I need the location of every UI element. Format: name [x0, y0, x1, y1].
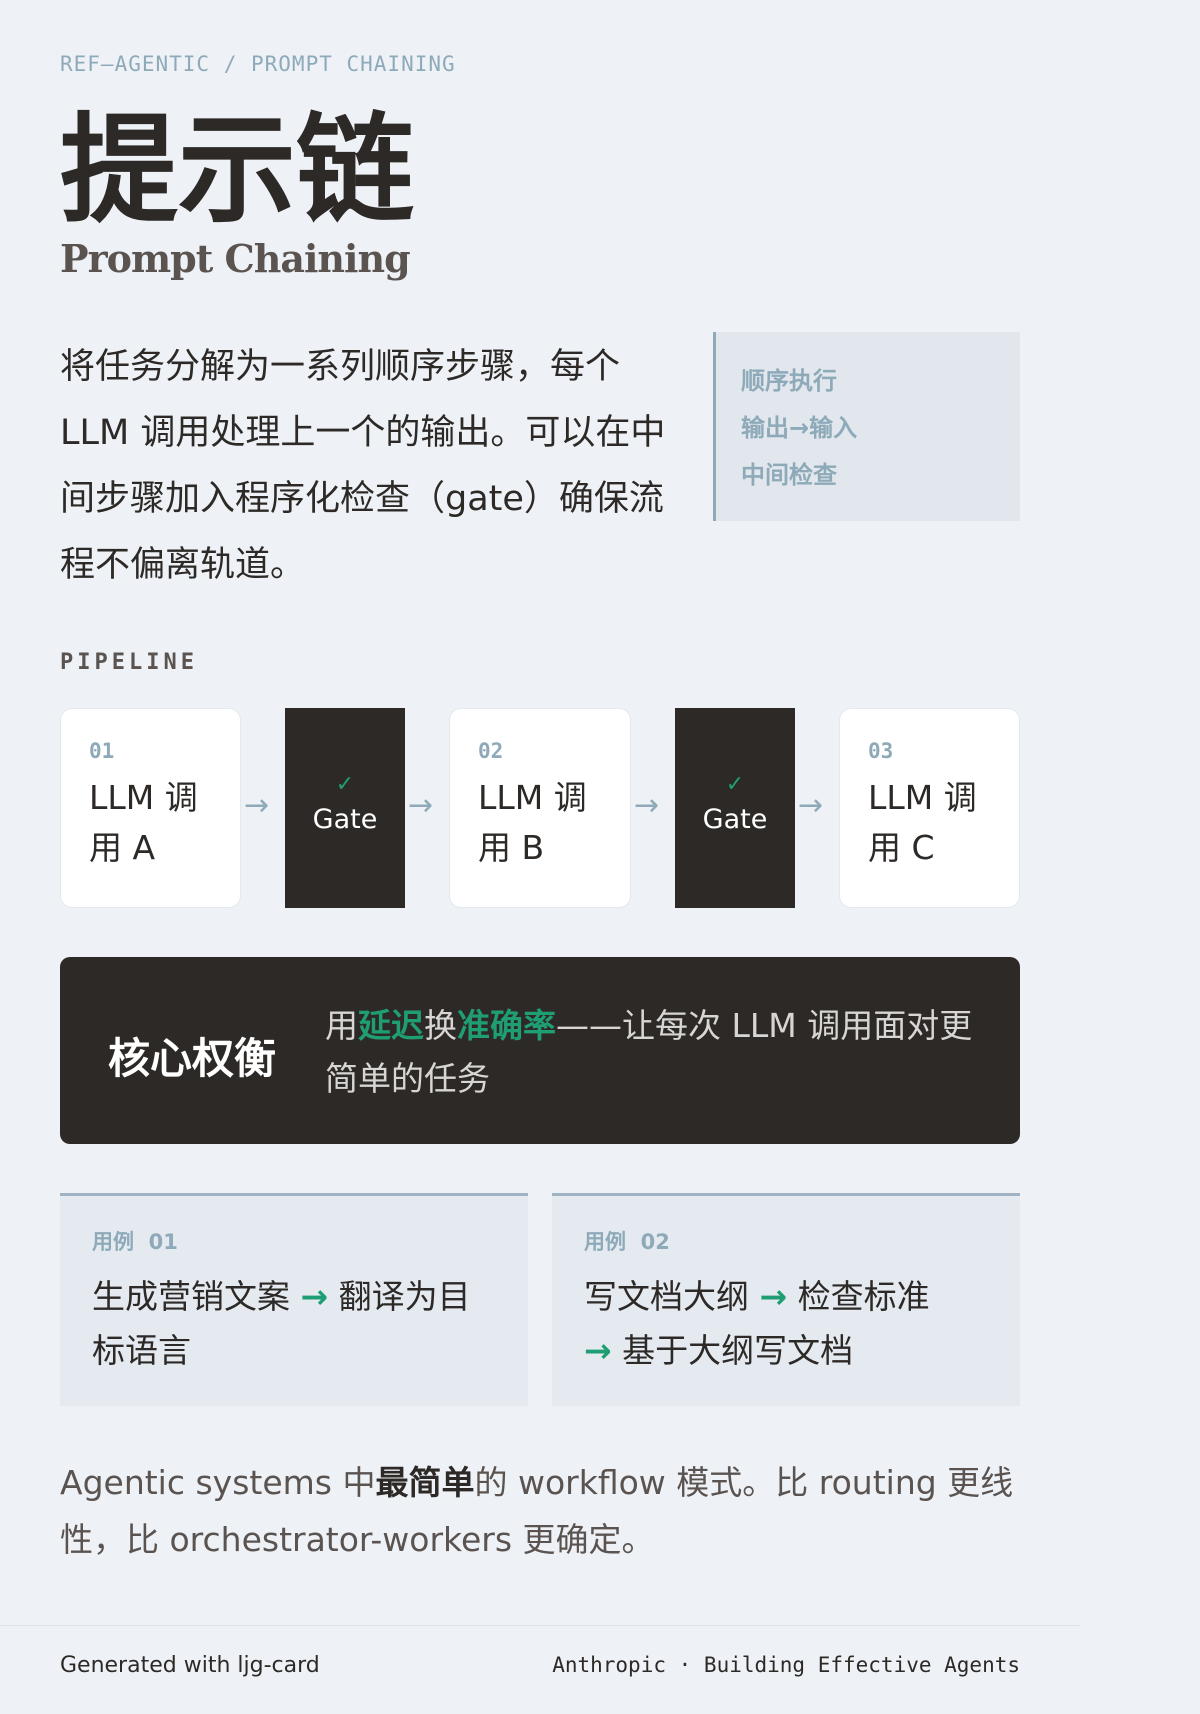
divider — [0, 1625, 1080, 1626]
text: 基于大纲写文档 — [622, 1331, 854, 1370]
arrow-icon: → — [584, 1331, 612, 1370]
side-note: 中间检查 — [741, 461, 837, 489]
arrow-icon: → — [798, 788, 824, 823]
highlight-latency: 延迟 — [358, 1006, 424, 1045]
step-label: LLM 调用 A — [89, 778, 198, 867]
side-note: 输出→输入 — [741, 414, 858, 442]
step-number: 02 — [478, 739, 504, 763]
arrow-icon: → — [244, 788, 270, 823]
use-case-label: 用例 02 — [584, 1230, 670, 1254]
pipeline-step-3: 03 LLM 调用 C — [839, 708, 1020, 908]
arrow-icon: → — [759, 1277, 788, 1316]
text: 检查标准 — [797, 1277, 930, 1316]
step-label: LLM 调用 B — [478, 778, 587, 867]
side-note: 顺序执行 — [741, 367, 837, 395]
gate-label: Gate — [702, 804, 768, 835]
text: 生成营销文案 — [92, 1277, 290, 1316]
step-number: 03 — [868, 739, 894, 763]
use-case-text: 生成营销文案 → 翻译为目标语言 — [92, 1270, 492, 1378]
pipeline-step-2: 02 LLM 调用 B — [449, 708, 631, 908]
text: 换 — [424, 1006, 457, 1045]
arrow-icon: → — [634, 788, 660, 823]
breadcrumb: REF—AGENTIC / PROMPT CHAINING — [60, 52, 456, 76]
tradeoff-text: 用延迟换准确率——让每次 LLM 调用面对更简单的任务 — [325, 999, 975, 1105]
page-subtitle: Prompt Chaining — [60, 236, 411, 281]
text: 写文档大纲 — [584, 1277, 749, 1316]
source-credit: Anthropic · Building Effective Agents — [552, 1653, 1020, 1677]
check-icon: ✓ — [725, 772, 745, 797]
use-case-label: 用例 01 — [92, 1230, 178, 1254]
gate-2: ✓ Gate — [675, 708, 795, 908]
step-label: LLM 调用 C — [868, 778, 977, 867]
gate-1: ✓ Gate — [285, 708, 405, 908]
highlight-accuracy: 准确率 — [457, 1006, 556, 1045]
description: 将任务分解为一系列顺序步骤，每个 LLM 调用处理上一个的输出。可以在中间步骤加… — [60, 347, 666, 585]
text: 的 workflow 模式。比 routing 更线性，比 orchestrat… — [60, 1463, 1014, 1559]
step-number: 01 — [89, 739, 115, 763]
page-title: 提示链 — [60, 101, 415, 239]
side-notes: 顺序执行 输出→输入 中间检查 — [713, 332, 1020, 521]
text: 用 — [325, 1006, 358, 1045]
gate-label: Gate — [312, 804, 378, 835]
generated-credit: Generated with ljg-card — [60, 1653, 320, 1678]
check-icon: ✓ — [335, 772, 355, 797]
text: Agentic systems 中 — [60, 1463, 376, 1502]
tradeoff-heading: 核心权衡 — [108, 1034, 277, 1083]
arrow-icon: → — [408, 788, 434, 823]
text: 翻译为目标语言 — [92, 1277, 471, 1370]
text: ——让每次 LLM 调用面对更简单的任务 — [325, 1006, 973, 1098]
use-case-text: 写文档大纲 → 检查标准→ 基于大纲写文档 — [584, 1270, 984, 1378]
summary: Agentic systems 中最简单的 workflow 模式。比 rout… — [60, 1454, 1030, 1568]
use-case-1: 用例 01 生成营销文案 → 翻译为目标语言 — [60, 1193, 528, 1406]
pipeline-step-1: 01 LLM 调用 A — [60, 708, 241, 908]
tradeoff-banner: 核心权衡 用延迟换准确率——让每次 LLM 调用面对更简单的任务 — [60, 957, 1020, 1144]
emphasis: 最简单 — [375, 1463, 475, 1502]
use-case-2: 用例 02 写文档大纲 → 检查标准→ 基于大纲写文档 — [552, 1193, 1020, 1406]
pipeline-label: PIPELINE — [60, 650, 198, 675]
arrow-icon: → — [300, 1277, 329, 1316]
